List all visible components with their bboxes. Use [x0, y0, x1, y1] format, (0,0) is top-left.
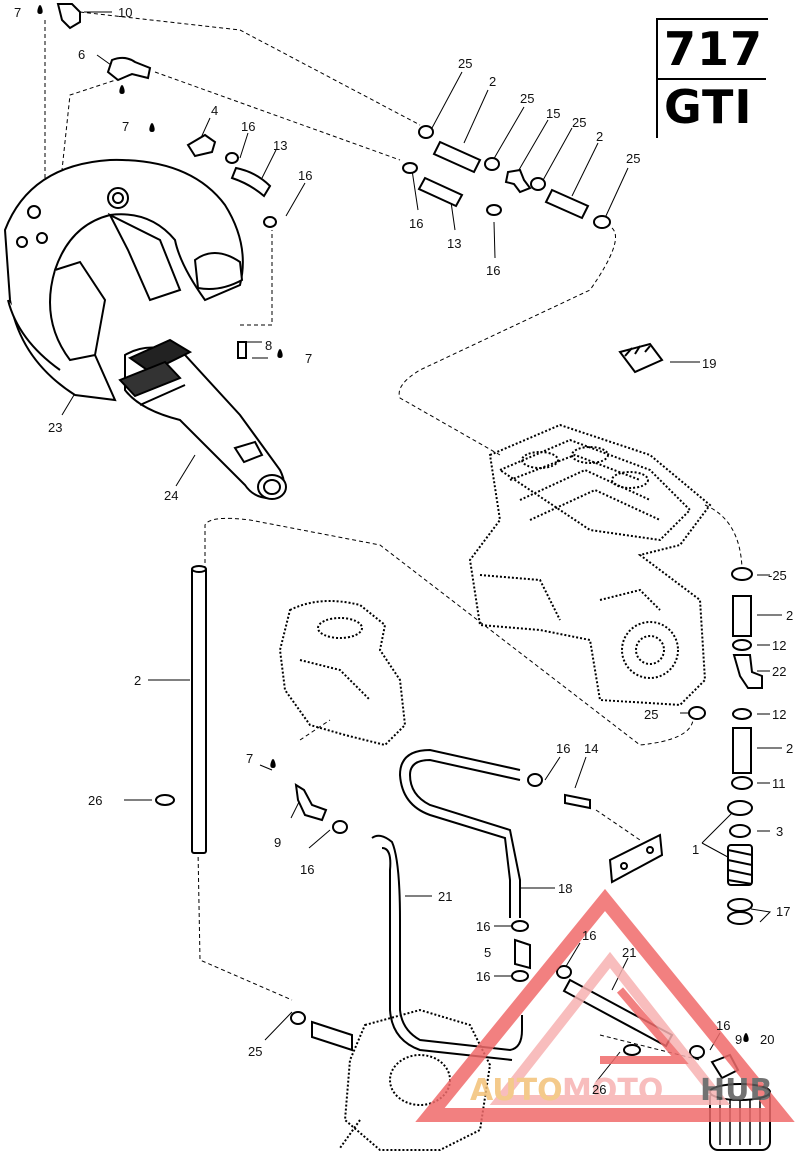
model-badge-divider: [656, 78, 766, 80]
callout-16: 16: [476, 969, 490, 984]
callout-14: 14: [584, 741, 598, 756]
callout-7: 7: [305, 351, 312, 366]
callout-25: -25: [768, 568, 787, 583]
callout-25: 25: [644, 707, 658, 722]
callout-12: 12: [772, 707, 786, 722]
top-hoses: [230, 140, 590, 220]
callout-16: 16: [556, 741, 570, 756]
callout-21: 21: [438, 889, 452, 904]
callout-26: 26: [592, 1082, 606, 1097]
callout-19: 19: [702, 356, 716, 371]
callout-24: 24: [164, 488, 178, 503]
callout-9: 9: [274, 835, 281, 850]
callout-25: 25: [626, 151, 640, 166]
callout-9: 9: [735, 1032, 742, 1047]
callout-21: 21: [622, 945, 636, 960]
callout-16: 16: [486, 263, 500, 278]
callout-16: 16: [409, 216, 423, 231]
callout-26: 26: [88, 793, 102, 808]
pump-housing: [278, 600, 407, 747]
watermark-part1: AUTO: [470, 1073, 563, 1108]
callout-17: 17: [776, 904, 790, 919]
callout-25: 25: [572, 115, 586, 130]
exhaust-tailpipe: [118, 338, 287, 500]
routing-lines: [44, 11, 743, 1061]
callout-16: 16: [716, 1018, 730, 1033]
engine-block: [468, 423, 712, 707]
watermark-logo: AUTO MOTO HUB: [415, 888, 795, 1122]
clip-19: [618, 342, 664, 374]
callout-16: 16: [476, 919, 490, 934]
callout-22: 22: [772, 664, 786, 679]
callout-7: 7: [246, 751, 253, 766]
callout-8: 8: [265, 338, 272, 353]
callout-2: 2: [786, 741, 793, 756]
callout-20: 20: [760, 1032, 774, 1047]
watermark-part2: MOTO: [562, 1073, 663, 1108]
callout-10: 10: [118, 5, 132, 20]
callout-6: 6: [78, 47, 85, 62]
callout-25: 25: [458, 56, 472, 71]
callout-4: 4: [211, 103, 218, 118]
callout-25: 25: [520, 91, 534, 106]
callout-2: 2: [134, 673, 141, 688]
callout-2: 2: [596, 129, 603, 144]
callout-16: 16: [582, 928, 596, 943]
callout-7: 7: [14, 5, 21, 20]
sealant-drops: [37, 5, 749, 1042]
leader-lines: [61, 11, 782, 1083]
exhaust-manifold: [3, 158, 244, 402]
callout-7: 7: [122, 119, 129, 134]
callout-labels: 7 10 6 7 4 16 13 16 25 2 25 15 25 2 25 1…: [14, 5, 793, 1097]
callout-5: 5: [484, 945, 491, 960]
callout-13: 13: [447, 236, 461, 251]
callout-18: 18: [558, 881, 572, 896]
callout-2: 2: [786, 608, 793, 623]
callout-12: 12: [772, 638, 786, 653]
callout-2: 2: [489, 74, 496, 89]
watermark-part3: HUB: [700, 1073, 772, 1108]
model-number: 717: [664, 22, 764, 76]
clamps: [155, 125, 753, 1059]
long-hose: [191, 565, 207, 854]
callout-1: 1: [692, 842, 699, 857]
model-name: GTI: [664, 80, 753, 134]
bypass-valve-stack: [727, 595, 763, 886]
callout-16: 16: [241, 119, 255, 134]
hose-18: [398, 748, 521, 918]
callout-3: 3: [776, 824, 783, 839]
plate-14: [608, 833, 664, 884]
callout-11: 11: [772, 776, 786, 791]
hose-21: [371, 834, 523, 1061]
callout-16: 16: [298, 168, 312, 183]
callout-16: 16: [300, 862, 314, 877]
callout-13: 13: [273, 138, 287, 153]
callout-15: 15: [546, 106, 560, 121]
callout-23: 23: [48, 420, 62, 435]
callout-25: 25: [248, 1044, 262, 1059]
